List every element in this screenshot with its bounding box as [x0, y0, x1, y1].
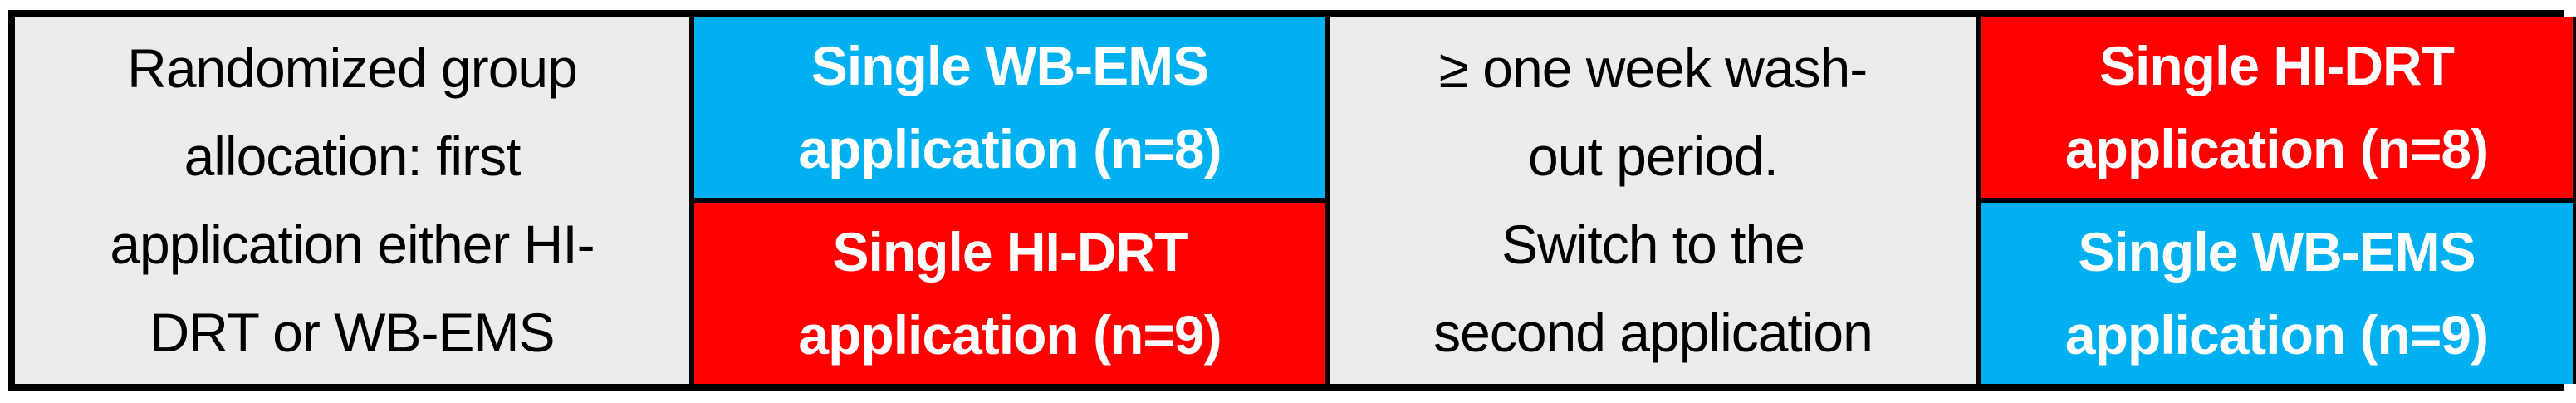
box-text-line: Single WB-EMS: [2078, 221, 2476, 283]
box-single-hi-drt-first: Single HI-DRT application (n=9): [694, 203, 1325, 384]
box-text-line: application (n=9): [798, 304, 1222, 366]
panel-text-line: DRT or WB-EMS: [149, 302, 556, 363]
panel-text-line: application either HI-: [110, 214, 595, 275]
box-single-wb-ems-first: Single WB-EMS application (n=8): [694, 17, 1325, 198]
column-first-application: Single WB-EMS application (n=8) Single H…: [689, 17, 1330, 384]
study-design-figure: Randomized group allocation: first appli…: [8, 10, 2576, 391]
panel-text-line: second application: [1433, 302, 1873, 363]
panel-text-line: Switch to the: [1501, 214, 1805, 275]
box-text-line: application (n=8): [798, 118, 1222, 179]
box-text-line: Single HI-DRT: [2099, 35, 2455, 96]
box-single-hi-drt-second: Single HI-DRT application (n=8): [1981, 17, 2573, 198]
column-second-application: Single HI-DRT application (n=8) Single W…: [1976, 17, 2576, 384]
panel-text-line: ≥ one week wash-: [1438, 37, 1868, 99]
box-single-wb-ems-second: Single WB-EMS application (n=9): [1981, 203, 2573, 384]
panel-text-line: allocation: first: [184, 125, 522, 187]
panel-randomized-allocation: Randomized group allocation: first appli…: [15, 17, 689, 384]
box-text-line: Single WB-EMS: [811, 35, 1209, 96]
box-text-line: application (n=8): [2064, 118, 2489, 179]
panel-text-line: out period.: [1528, 125, 1779, 187]
panel-text-line: Randomized group: [127, 37, 578, 99]
box-text-line: application (n=9): [2064, 304, 2489, 366]
panel-washout-period: ≥ one week wash- out period. Switch to t…: [1330, 17, 1976, 384]
box-text-line: Single HI-DRT: [832, 221, 1188, 283]
